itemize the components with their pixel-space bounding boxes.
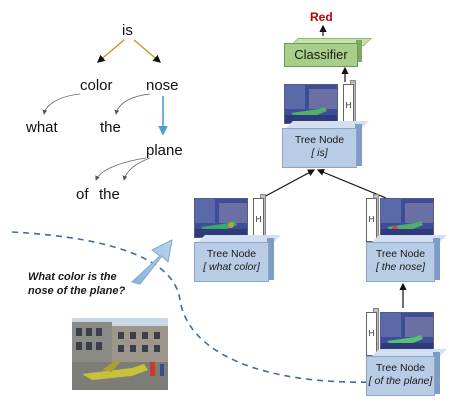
conn-whatcolor-is xyxy=(261,169,316,199)
input-photo xyxy=(72,318,168,390)
node-of-the-plane-side xyxy=(433,352,440,394)
edge-nose-the xyxy=(114,93,151,115)
word-the: the xyxy=(100,119,121,136)
conn-thenose-is xyxy=(316,168,387,199)
node-what-color-side xyxy=(267,238,274,280)
edge-is-color xyxy=(97,39,125,63)
node-is-phrase: [ is] xyxy=(311,147,328,159)
word-is: is xyxy=(122,22,133,39)
parse-tree-edges xyxy=(42,39,168,181)
word-what: what xyxy=(26,119,58,136)
edge-color-what xyxy=(42,93,81,115)
hbar-the-nose: H xyxy=(366,198,377,242)
node-the-nose-side xyxy=(433,238,440,280)
thumb-what-color xyxy=(194,198,248,238)
node-the-nose-face: Tree Node [ the nose] xyxy=(366,242,435,282)
node-what-color-phrase: [ what color] xyxy=(203,261,260,273)
question-line-1: What color is the xyxy=(28,271,117,283)
word-color: color xyxy=(80,77,113,94)
question-text: What color is the nose of the plane? xyxy=(28,270,125,298)
classifier-side-face xyxy=(356,40,362,62)
big-input-arrow xyxy=(130,239,173,285)
edge-plane-the xyxy=(122,157,151,181)
question-line-2: nose of the plane? xyxy=(28,285,126,297)
hbar-of-the-plane: H xyxy=(366,312,377,356)
word-of: of xyxy=(76,186,89,203)
node-connections xyxy=(261,24,407,308)
node-what-color-face: Tree Node [ what color] xyxy=(194,242,269,282)
node-is-title: Tree Node xyxy=(294,134,345,146)
edge-plane-of xyxy=(95,157,147,181)
edge-is-nose xyxy=(133,39,161,63)
node-what-color-title: Tree Node xyxy=(206,248,257,260)
node-is-face: Tree Node [ is] xyxy=(282,128,357,168)
thumb-of-the-plane xyxy=(380,312,434,352)
node-the-nose-phrase: [ the nose] xyxy=(375,261,426,273)
answer-label: Red xyxy=(310,10,333,24)
thumb-is xyxy=(284,84,338,124)
node-of-the-plane-title: Tree Node xyxy=(375,362,426,374)
thumb-the-nose xyxy=(380,198,434,238)
classifier-box: Classifier xyxy=(284,43,358,67)
node-is-side xyxy=(355,124,362,166)
node-of-the-plane-face: Tree Node [ of the plane] xyxy=(366,356,435,396)
word-nose: nose xyxy=(146,77,179,94)
word-plane: plane xyxy=(146,142,183,159)
dashed-flow-path xyxy=(11,231,376,383)
node-of-the-plane-phrase: [ of the plane] xyxy=(368,375,433,387)
word-the-2: the xyxy=(99,186,120,203)
node-the-nose-title: Tree Node xyxy=(375,248,426,260)
